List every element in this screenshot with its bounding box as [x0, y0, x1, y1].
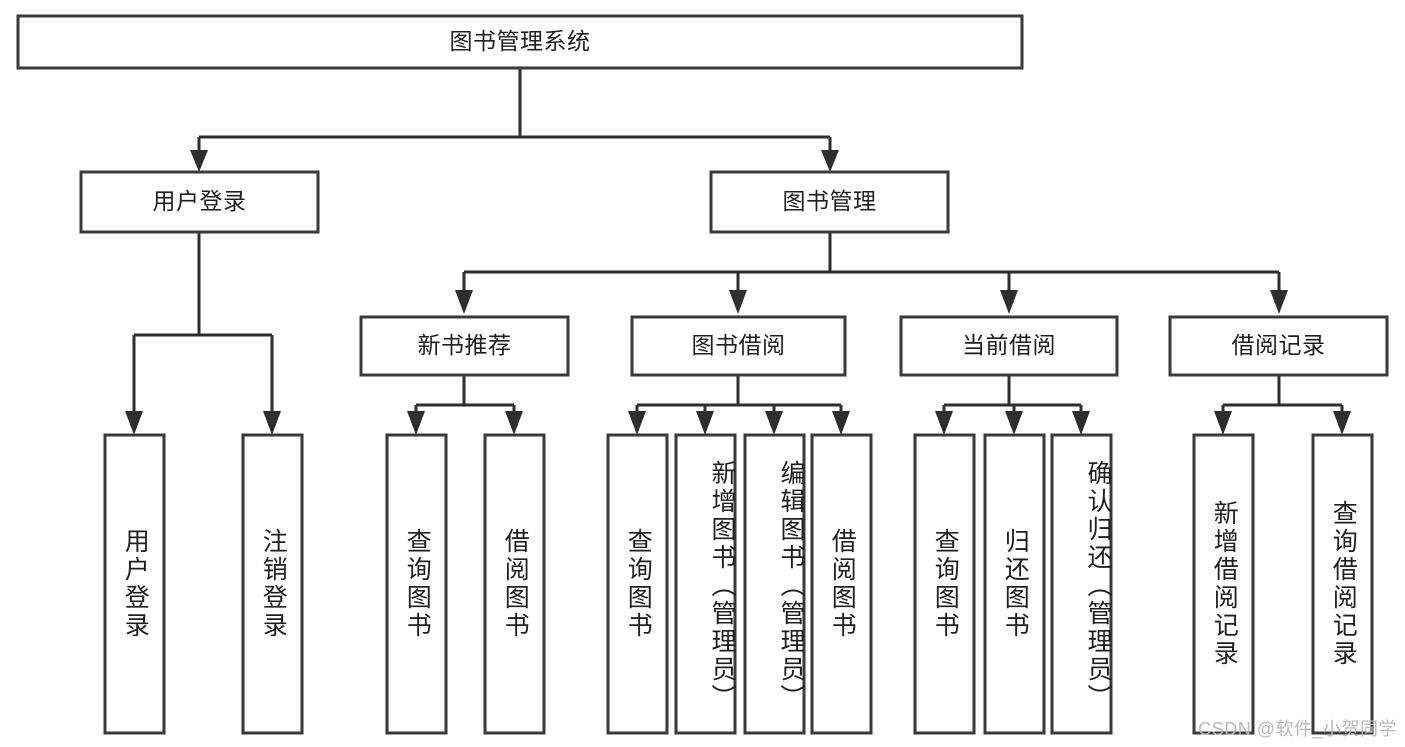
- node-box-leaf-11[interactable]: [1192, 433, 1255, 735]
- node-box-book-management[interactable]: [709, 170, 950, 234]
- node-box-leaf-8[interactable]: [913, 433, 976, 735]
- watermark-text: CSDN @软件_小贺同学: [1198, 719, 1397, 739]
- edge-root-to-level2: [190, 68, 839, 172]
- node-box-leaf-12[interactable]: [1311, 433, 1374, 735]
- node-box-current-borrow[interactable]: [899, 315, 1119, 377]
- edge-bookmgmt-to-level3: [455, 232, 1288, 314]
- node-box-root[interactable]: [16, 14, 1024, 70]
- node-box-leaf-3[interactable]: [483, 433, 546, 735]
- node-box-leaf-5[interactable]: [674, 433, 737, 735]
- node-box-leaf-7[interactable]: [810, 433, 873, 735]
- node-box-leaf-0[interactable]: [103, 433, 166, 735]
- node-box-leaf-2[interactable]: [385, 433, 448, 735]
- node-box-leaf-10[interactable]: [1050, 433, 1113, 735]
- node-box-leaf-1[interactable]: [241, 433, 304, 735]
- node-box-leaf-4[interactable]: [606, 433, 669, 735]
- node-box-borrow-record[interactable]: [1168, 315, 1389, 377]
- node-box-user-login[interactable]: [79, 170, 320, 234]
- edge-borrowrecord-to-leaves: [1214, 375, 1351, 435]
- edge-currentborrow-to-leaves: [935, 375, 1090, 435]
- node-box-new-book-recommend[interactable]: [359, 315, 570, 377]
- node-box-leaf-9[interactable]: [983, 433, 1046, 735]
- edge-userlogin-to-leaves: [125, 232, 281, 435]
- edge-newbook-to-leaves: [407, 375, 523, 435]
- edge-borrow-to-leaves: [628, 375, 850, 435]
- node-box-leaf-6[interactable]: [743, 433, 806, 735]
- node-box-book-borrow[interactable]: [630, 315, 847, 377]
